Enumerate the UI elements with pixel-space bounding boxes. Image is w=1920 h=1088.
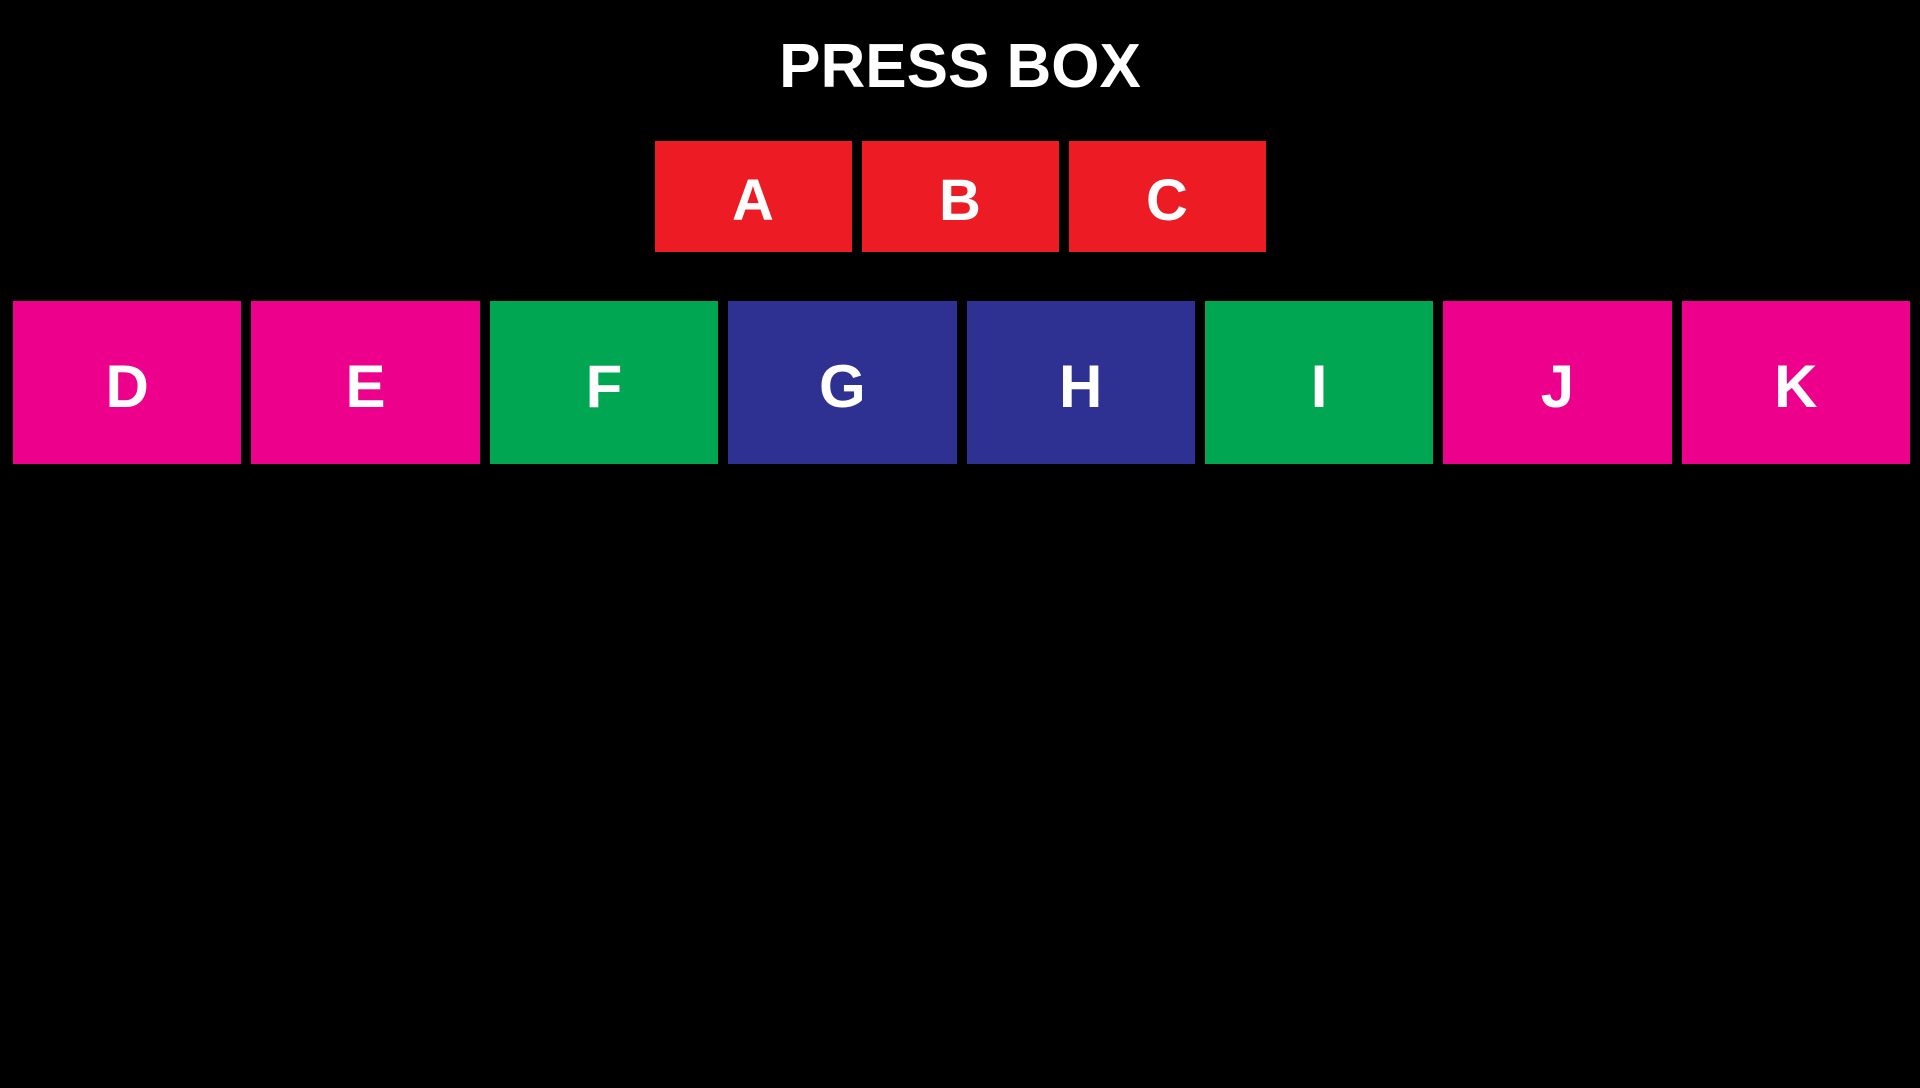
section-J[interactable]: J	[1443, 301, 1672, 464]
section-E[interactable]: E	[251, 301, 480, 464]
section-F[interactable]: F	[489, 301, 719, 464]
section-K[interactable]: K	[1681, 301, 1910, 464]
section-G[interactable]: G	[728, 301, 957, 464]
section-A[interactable]: A	[654, 141, 852, 252]
section-H[interactable]: H	[966, 301, 1195, 464]
section-D[interactable]: D	[13, 301, 242, 464]
section-C[interactable]: C	[1068, 141, 1266, 252]
press-box-title: PRESS BOX	[779, 32, 1141, 101]
section-I[interactable]: I	[1204, 301, 1434, 464]
section-B[interactable]: B	[861, 141, 1059, 252]
